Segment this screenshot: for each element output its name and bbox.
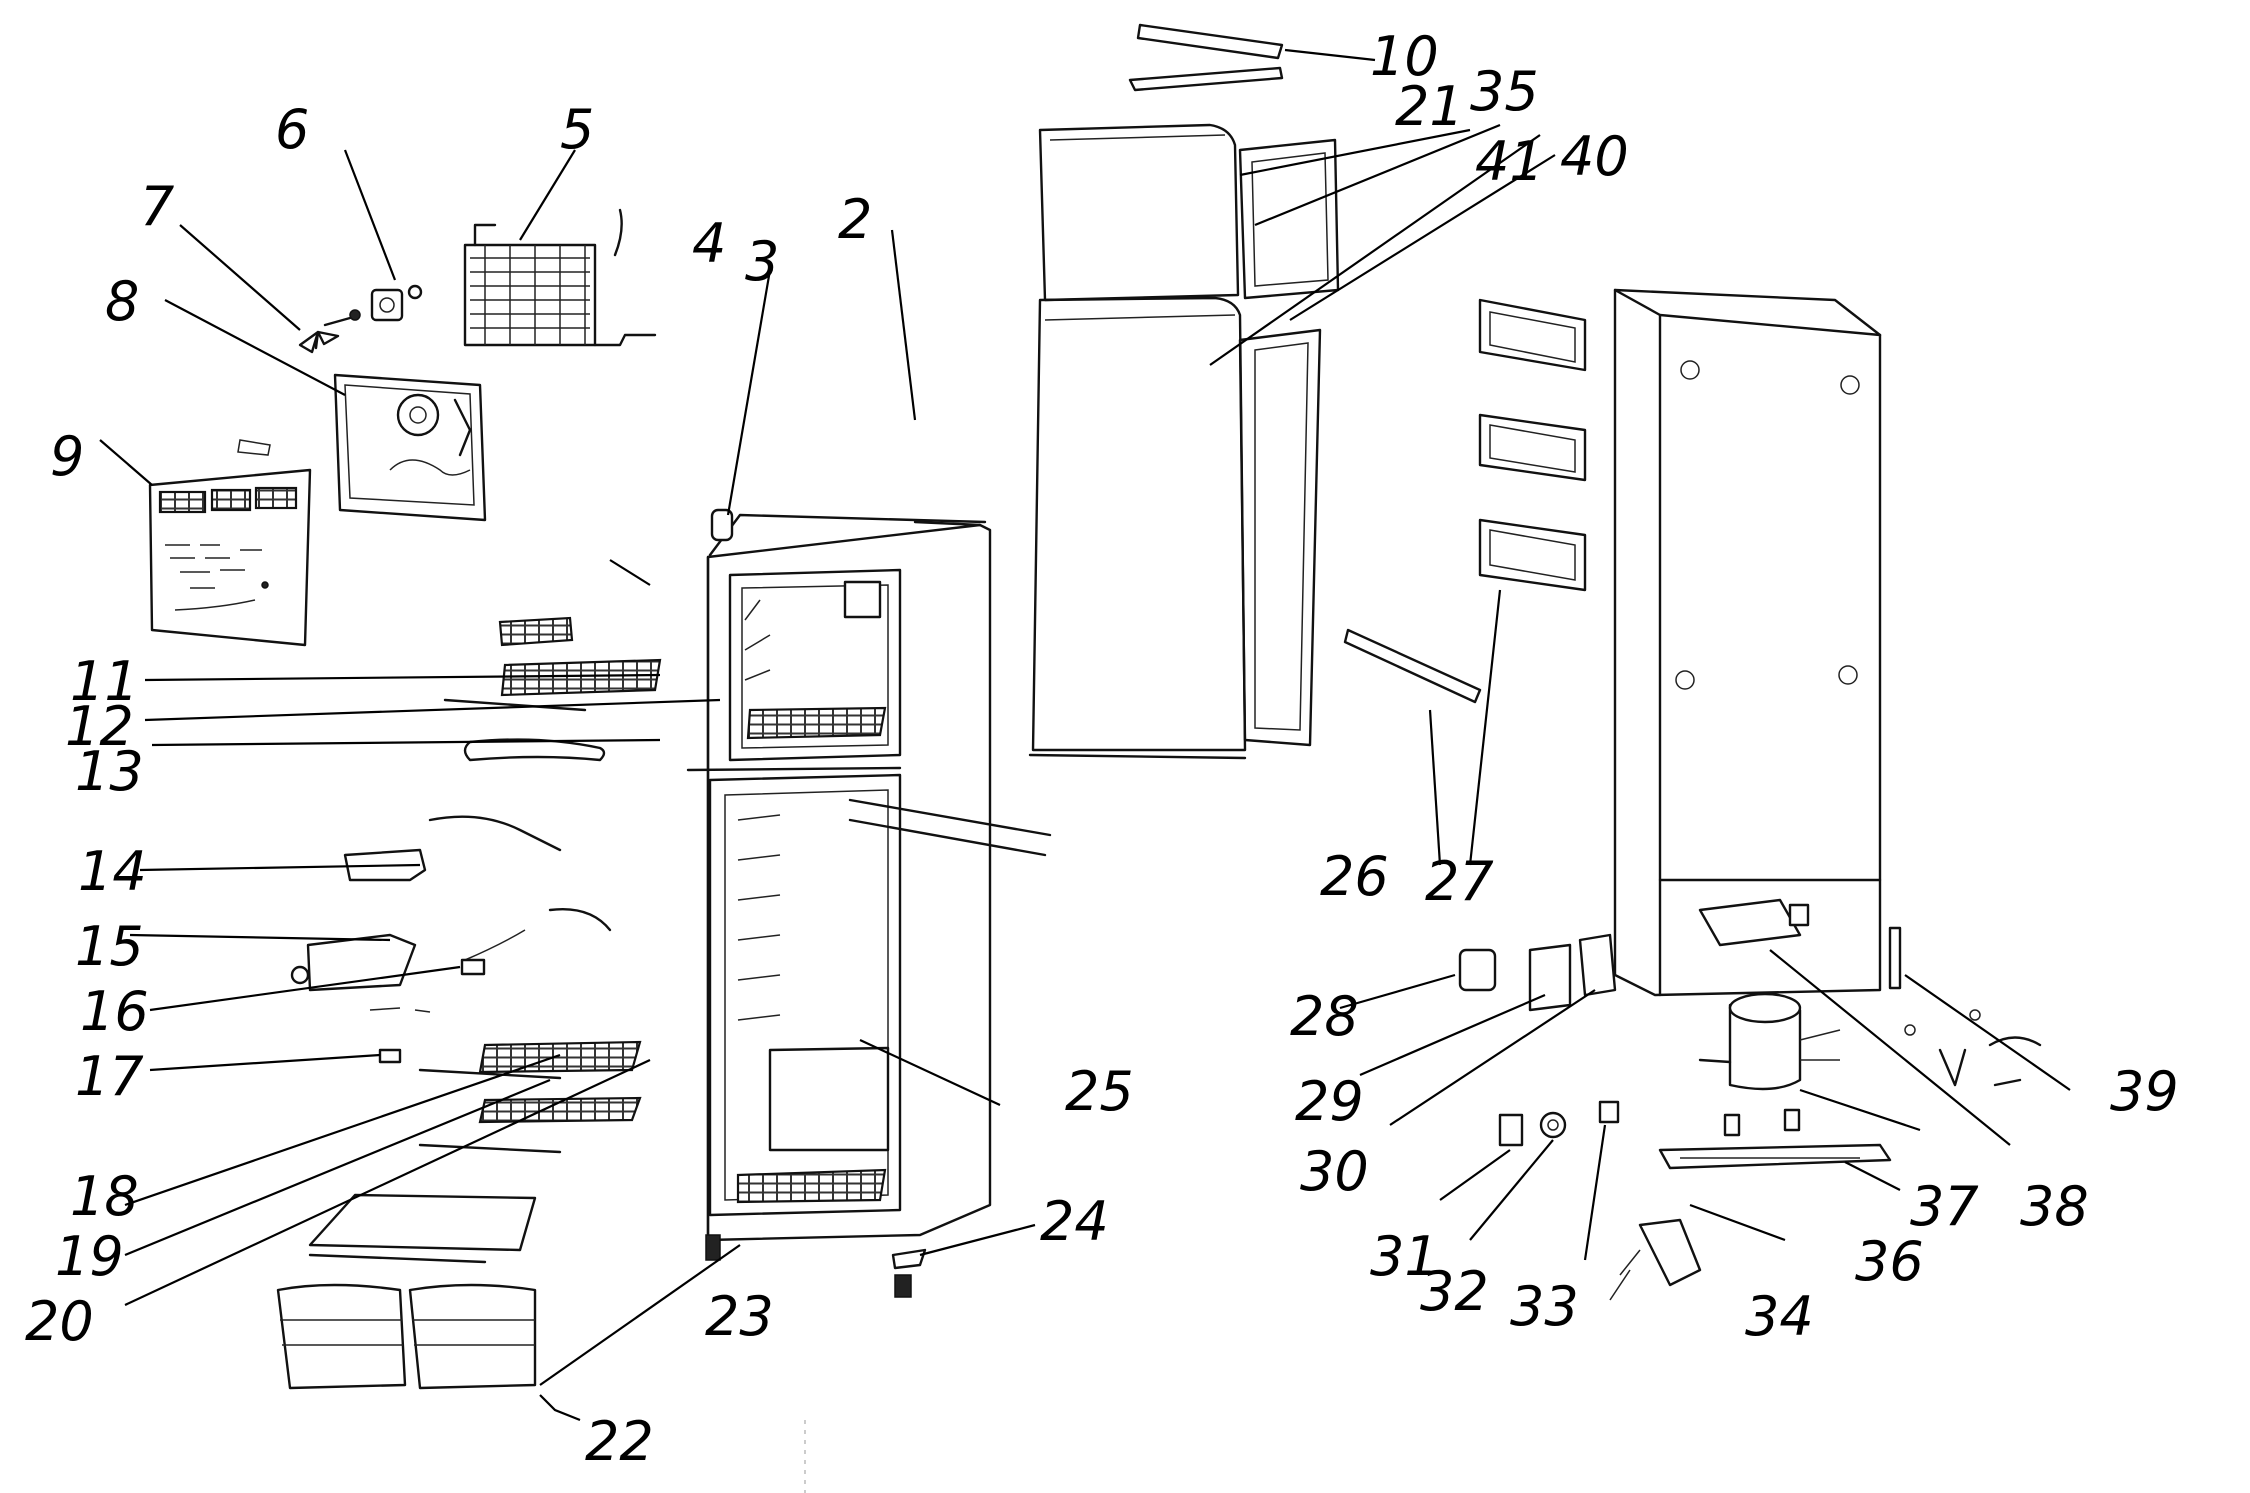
callout-14: 14	[78, 840, 147, 903]
callout-41: 41	[1475, 130, 1544, 193]
main-cabinet	[686, 508, 1052, 1242]
callout-7: 7	[140, 175, 174, 238]
callout-2: 2	[838, 188, 872, 251]
ice-tray	[498, 616, 574, 647]
freezer-door	[1038, 66, 1284, 302]
callout-4: 4	[692, 212, 726, 275]
fridge-door-gasket	[1238, 328, 1322, 747]
callout-13: 13	[75, 740, 144, 803]
callout-23: 23	[705, 1285, 774, 1348]
leader-lines	[99, 48, 2071, 1422]
door-handles	[1136, 23, 1482, 704]
callout-3: 3	[745, 230, 779, 293]
crisper-drawers	[276, 1283, 537, 1390]
callout-11: 11	[70, 650, 139, 713]
callout-33: 33	[1510, 1275, 1579, 1338]
compressor	[1698, 992, 1841, 1091]
callout-34: 34	[1745, 1285, 1814, 1348]
evaporator-cover	[333, 373, 487, 522]
callout-24: 24	[1040, 1190, 1109, 1253]
callout-25: 25	[1065, 1060, 1134, 1123]
callout-39: 39	[2110, 1060, 2179, 1123]
callout-22: 22	[585, 1410, 654, 1473]
callout-29: 29	[1295, 1070, 1364, 1133]
air-grille-panel	[148, 439, 312, 647]
callout-12: 12	[65, 695, 134, 758]
callout-5: 5	[560, 98, 594, 161]
callout-17: 17	[75, 1045, 144, 1108]
callout-21: 21	[1395, 75, 1464, 138]
callout-30: 30	[1300, 1140, 1369, 1203]
callout-26: 26	[1320, 845, 1389, 908]
callout-9: 9	[50, 425, 84, 488]
callout-labels: 2 3 4 5 6 7 8 9 10 11 12 13 14 15 16 17 …	[25, 25, 2179, 1473]
callout-16: 16	[80, 980, 149, 1043]
freezer-door-gasket	[1238, 138, 1340, 300]
callout-40: 40	[1560, 125, 1629, 188]
fridge-door	[1028, 296, 1247, 760]
fridge-shelves	[308, 1040, 642, 1264]
rear-spare-parts	[1888, 926, 2042, 1087]
callout-32: 32	[1420, 1260, 1489, 1323]
callout-6: 6	[275, 98, 309, 161]
callout-10: 10	[1370, 25, 1439, 88]
callout-18: 18	[70, 1165, 139, 1228]
callout-37: 37	[1910, 1175, 1979, 1238]
leveling-feet	[705, 1234, 927, 1298]
callout-20: 20	[25, 1290, 94, 1353]
door-bins	[1478, 298, 1587, 592]
evaporator-fan-motor	[370, 284, 423, 322]
condenser-coil	[463, 208, 657, 347]
callout-36: 36	[1855, 1230, 1924, 1293]
fan-blade	[298, 309, 361, 354]
callout-19: 19	[55, 1225, 124, 1288]
callout-27: 27	[1425, 850, 1494, 913]
callout-8: 8	[105, 270, 139, 333]
electrical-components	[1458, 933, 1702, 1301]
callout-28: 28	[1290, 985, 1359, 1048]
callout-35: 35	[1470, 60, 1539, 123]
callout-38: 38	[2020, 1175, 2089, 1238]
rear-cabinet-view	[1613, 288, 1882, 997]
callout-15: 15	[75, 915, 144, 978]
compressor-baseplate	[1658, 1108, 1892, 1170]
callout-31: 31	[1370, 1225, 1439, 1288]
freezer-shelf	[443, 658, 662, 762]
